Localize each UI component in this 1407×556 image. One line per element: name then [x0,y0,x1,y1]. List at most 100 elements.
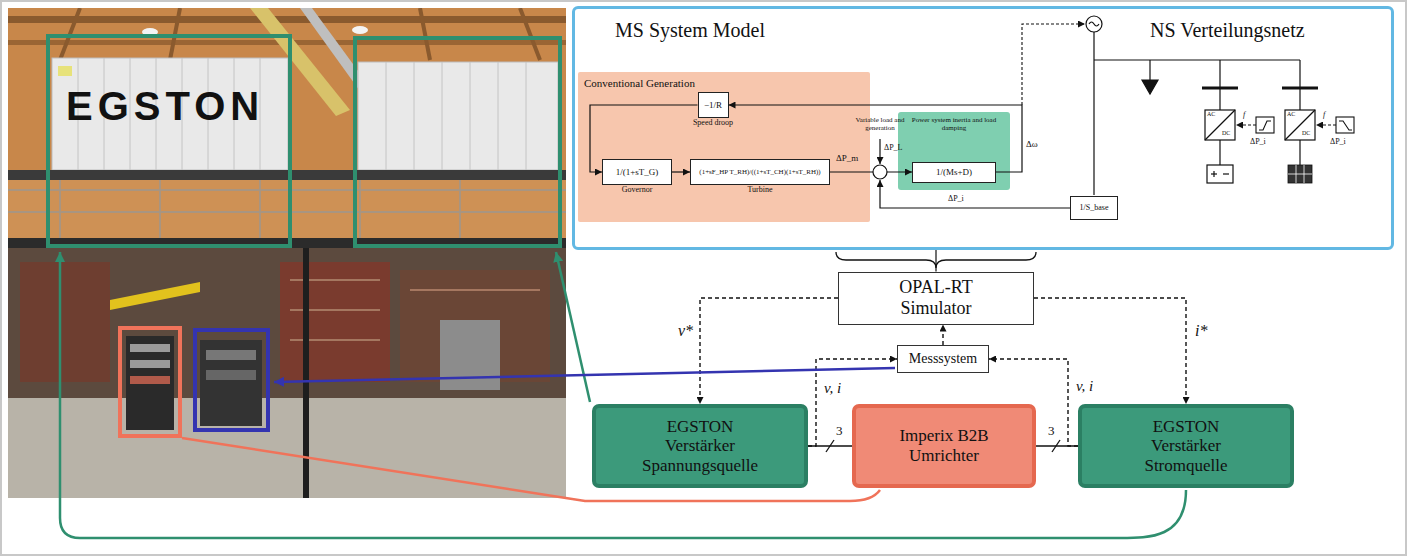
lab-photo [8,180,566,238]
pv-symbol [1296,165,1297,183]
lab-photo [58,66,72,76]
signal-name: ΔP_i [948,195,964,204]
photo-link-red [182,438,880,501]
signal-name: f [1323,111,1325,120]
grid-source-symbol [1093,32,1094,60]
measurement-box: Messsystem [897,345,989,373]
connector [700,298,838,404]
converter-box: Imperix B2B Umrichter [852,404,1036,488]
bus-count-slash [826,440,834,452]
lab-photo [159,180,161,238]
lab-photo [60,8,80,60]
node-text: MS System Model [615,19,765,42]
brace [836,252,1036,268]
connector [830,171,912,172]
photo-link-green [60,252,1186,538]
connector [590,105,698,172]
grid-source-symbol [1086,16,1102,32]
edge-label: v* [676,322,695,340]
distribution-grid [1149,60,1150,80]
node-caption: Verstärker Stromquelle [1111,436,1261,475]
photo-link-green [60,252,1186,538]
lab-photo [440,320,500,390]
photo-highlight-green [355,38,560,246]
model-panel: MS System ModelNS VerteilungsnetzConvent… [572,6,1394,250]
frequency-control-block [1236,117,1354,133]
distribution-grid [1299,88,1300,110]
distribution-grid [1282,87,1318,90]
distribution-grid [1142,80,1158,94]
signal-name: f [1243,111,1245,120]
lab-photo [206,350,256,360]
lab-photo [8,8,566,258]
lab-photo [52,58,288,170]
photo-highlight-green [48,36,290,246]
converter-symbol [1205,110,1235,140]
distribution-grid [1219,88,1220,110]
transfer-block: −1/RSpeed droop [698,92,729,118]
lab-photo [526,62,527,170]
lab-photo [386,62,387,170]
transfer-block: 1/(Ms+D) [912,162,996,183]
simulator-box: OPAL-RT Simulator [838,272,1034,325]
converter-port: DC [1222,130,1230,137]
lab-photo [303,248,309,498]
distribution-grid [1094,59,1300,60]
connector [808,445,852,446]
lab-photo [459,180,461,238]
node-caption: Speed droop [693,119,733,128]
signal-note: Variable load and generation [842,117,918,132]
lab-photo [420,8,430,60]
frequency-control-block [1259,121,1271,130]
lab-photo [359,180,361,238]
lab-photo [259,180,261,238]
connector [808,359,897,446]
lab-photo [206,370,256,380]
lab-photo [8,248,566,400]
node-text: Power system inertia and load damping [902,116,1006,132]
frequency-control-block [1236,124,1256,125]
converter-symbol [1285,110,1315,140]
lab-photo [59,180,61,238]
connector [989,359,1078,446]
node-caption: Turbine [747,186,772,195]
connector [942,325,943,346]
bus-count-slash [1052,440,1060,452]
photo-link-blue [274,368,895,382]
lab-photo [8,180,566,238]
edge-label: i* [1193,322,1209,340]
connector [1034,298,1186,404]
pv-symbol [1288,174,1312,175]
lab-photo [8,211,566,213]
node-text: Imperix B2B Umrichter [879,426,1009,465]
distribution-grid [1202,87,1238,90]
connector [1036,445,1078,446]
frequency-control-block [1339,121,1352,130]
lab-photo [8,40,566,45]
lab-photo [470,62,471,170]
node-text: Messsystem [909,351,977,367]
frequency-feedback-wire [1022,24,1085,105]
node-text: EGSTON [1153,417,1220,437]
pv-symbol [1288,165,1312,183]
summing-junction [880,180,1070,208]
node-text: EGSTON [667,417,734,437]
grid-source-symbol [1086,16,1102,60]
connector [672,171,690,172]
lab-photo [300,8,372,94]
lab-photo [20,262,110,382]
summing-junction [873,139,1070,208]
lab-photo [400,270,550,382]
node-caption: Verstärker Spannungsquelle [625,436,775,475]
converter-symbol [1205,110,1315,165]
inertia-band: Power system inertia and load damping 1/(… [898,112,1010,190]
summing-junction [873,165,887,179]
pv-symbol [1304,165,1305,183]
lab-photo [8,16,566,23]
edge-label: v, i [822,380,843,397]
lab-photo [498,62,499,170]
lab-photo [8,8,566,498]
connector [729,105,1023,172]
grid-source-symbol [1089,22,1099,26]
distribution-grid [1219,60,1220,88]
